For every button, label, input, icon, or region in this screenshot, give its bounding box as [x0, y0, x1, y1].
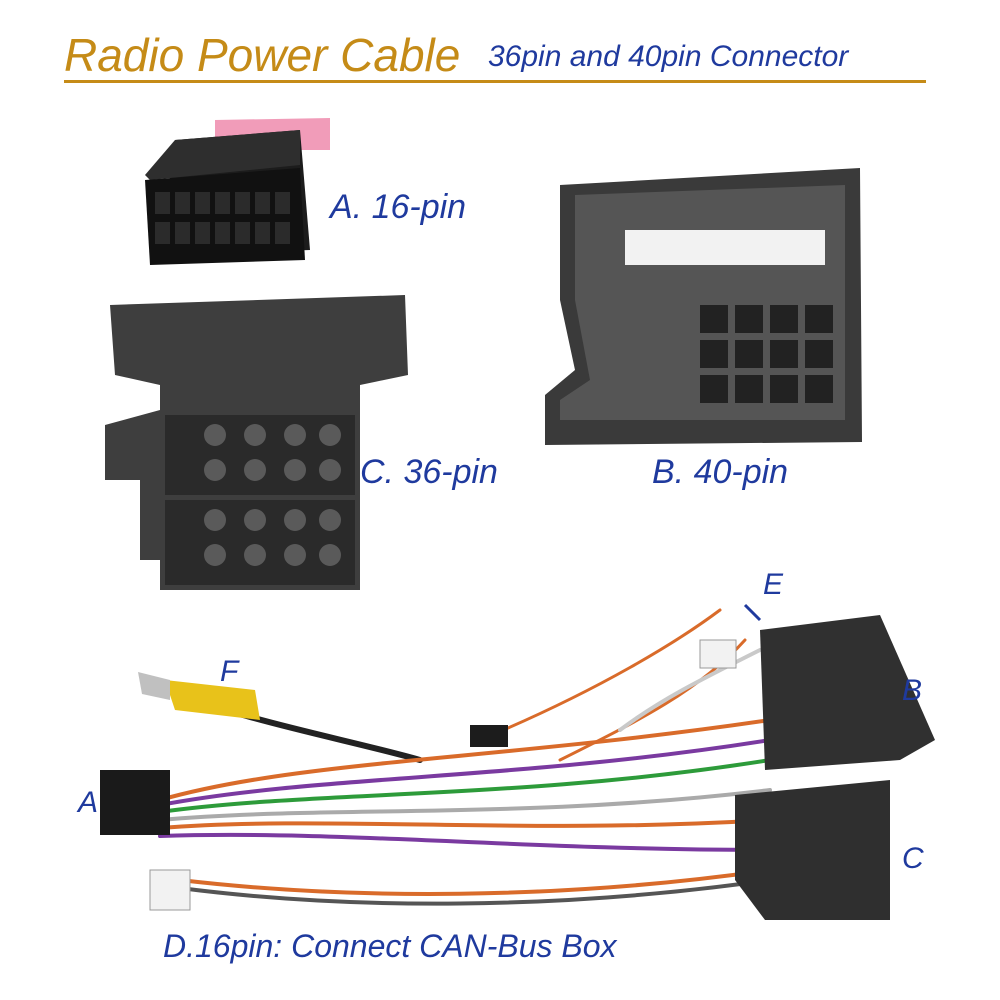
label-40pin: B. 40-pin [652, 453, 789, 491]
label-16pin: A. 16-pin [330, 188, 467, 226]
label-36pin: C. 36-pin [360, 453, 498, 491]
harness-label-f: F [220, 655, 239, 688]
harness-label-c: C [902, 842, 924, 875]
harness-label-a: A [78, 786, 99, 819]
connector-40pin-image [545, 168, 862, 445]
connector-36pin-image [105, 295, 408, 590]
harness-label-e: E [763, 568, 784, 601]
caption-can-bus: D.16pin: Connect CAN-Bus Box [163, 928, 617, 964]
page-subtitle: 36pin and 40pin Connector [488, 40, 849, 73]
page-title: Radio Power Cable [64, 29, 461, 81]
harness-label-b: B [902, 674, 923, 707]
title-bar: Radio Power Cable 36pin and 40pin Connec… [64, 28, 926, 83]
connector-16pin-image [145, 118, 330, 265]
harness-connectors-image [100, 603, 935, 920]
wiring-harness-image [158, 608, 772, 906]
